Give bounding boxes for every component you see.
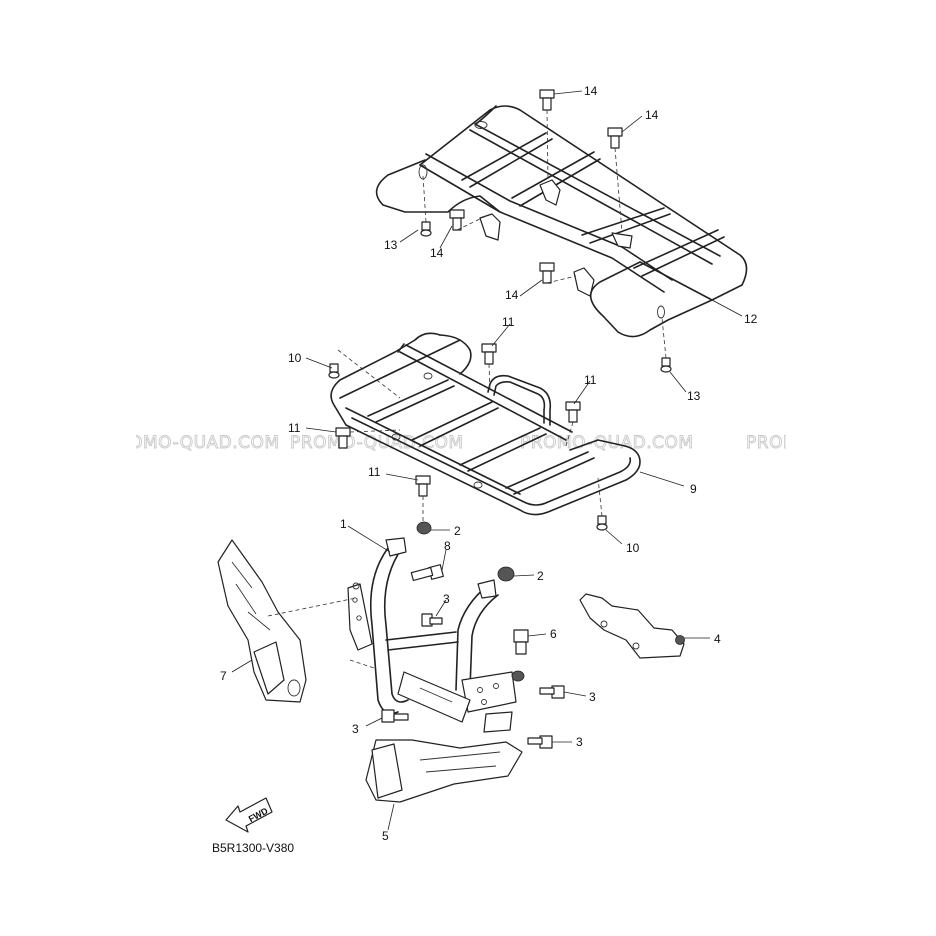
fwd-arrow-icon: FWD [225,797,273,833]
front-carrier-part [330,332,641,516]
callout-2-b: 2 [537,569,544,583]
callout-14-d: 14 [505,288,519,302]
callout-3-d: 3 [576,735,583,749]
bracket-right-part [579,593,685,659]
callout-7: 7 [220,669,227,683]
nut-bracket [511,670,525,682]
callout-3-b: 3 [589,690,596,704]
callout-14-c: 14 [430,246,444,260]
callout-6: 6 [550,627,557,641]
callout-11-c: 11 [288,421,301,435]
guard-frame-part [347,537,517,733]
diagram-code: B5R1300-V380 [212,841,294,855]
nut-13-a [420,175,432,237]
callout-10-a: 10 [288,351,302,365]
callout-1: 1 [340,517,347,531]
guard-left-part [217,539,360,703]
callout-11-d: 11 [368,465,381,479]
callout-3-a: 3 [443,592,450,606]
bolt-11-a [481,343,497,393]
bolt-14-c [449,209,487,231]
watermark-text-1: PROMO-QUAD.COM [106,433,280,453]
fasteners [328,89,672,749]
callout-4: 4 [714,632,721,646]
bolt-11-d [415,475,431,522]
watermark-text-3: PROMO-QUAD.COM [520,433,694,453]
bolt-3-c [381,709,409,723]
bolt-14-d [539,262,577,284]
callout-8: 8 [444,539,451,553]
leader-lines [231,90,743,831]
bolt-11-b [565,401,581,447]
callout-11-a: 11 [502,315,515,329]
callout-13-a: 13 [384,238,398,252]
bolt-14-b [607,127,623,233]
callout-11-b: 11 [584,373,597,387]
rear-carrier-part [375,105,748,338]
bolt-14-a [539,89,555,181]
bolt-3-b [539,685,565,699]
callout-9: 9 [690,482,697,496]
nut-10-b [596,477,608,531]
callout-2-a: 2 [454,524,461,538]
callout-10-b: 10 [626,541,640,555]
callout-13-b: 13 [687,389,701,403]
callout-labels: 14 14 13 14 14 12 13 10 11 11 11 9 11 10… [220,84,758,843]
bolt-3-d [527,735,553,749]
callout-5: 5 [382,829,389,843]
callout-14-a: 14 [584,84,598,98]
bolt-8 [410,564,444,582]
guard-lower-part [365,739,523,803]
grommet-2-a [416,521,432,535]
watermark-text-2: PROMO-QUAD.COM [290,433,464,453]
callout-12: 12 [744,312,758,326]
bolt-3-a [421,613,443,627]
callout-3-c: 3 [352,722,359,736]
callout-14-b: 14 [645,108,659,122]
nut-10-a [328,349,401,399]
bolt-6 [513,629,529,655]
grommet-2-b [497,566,515,582]
nut-13-b [660,317,672,373]
